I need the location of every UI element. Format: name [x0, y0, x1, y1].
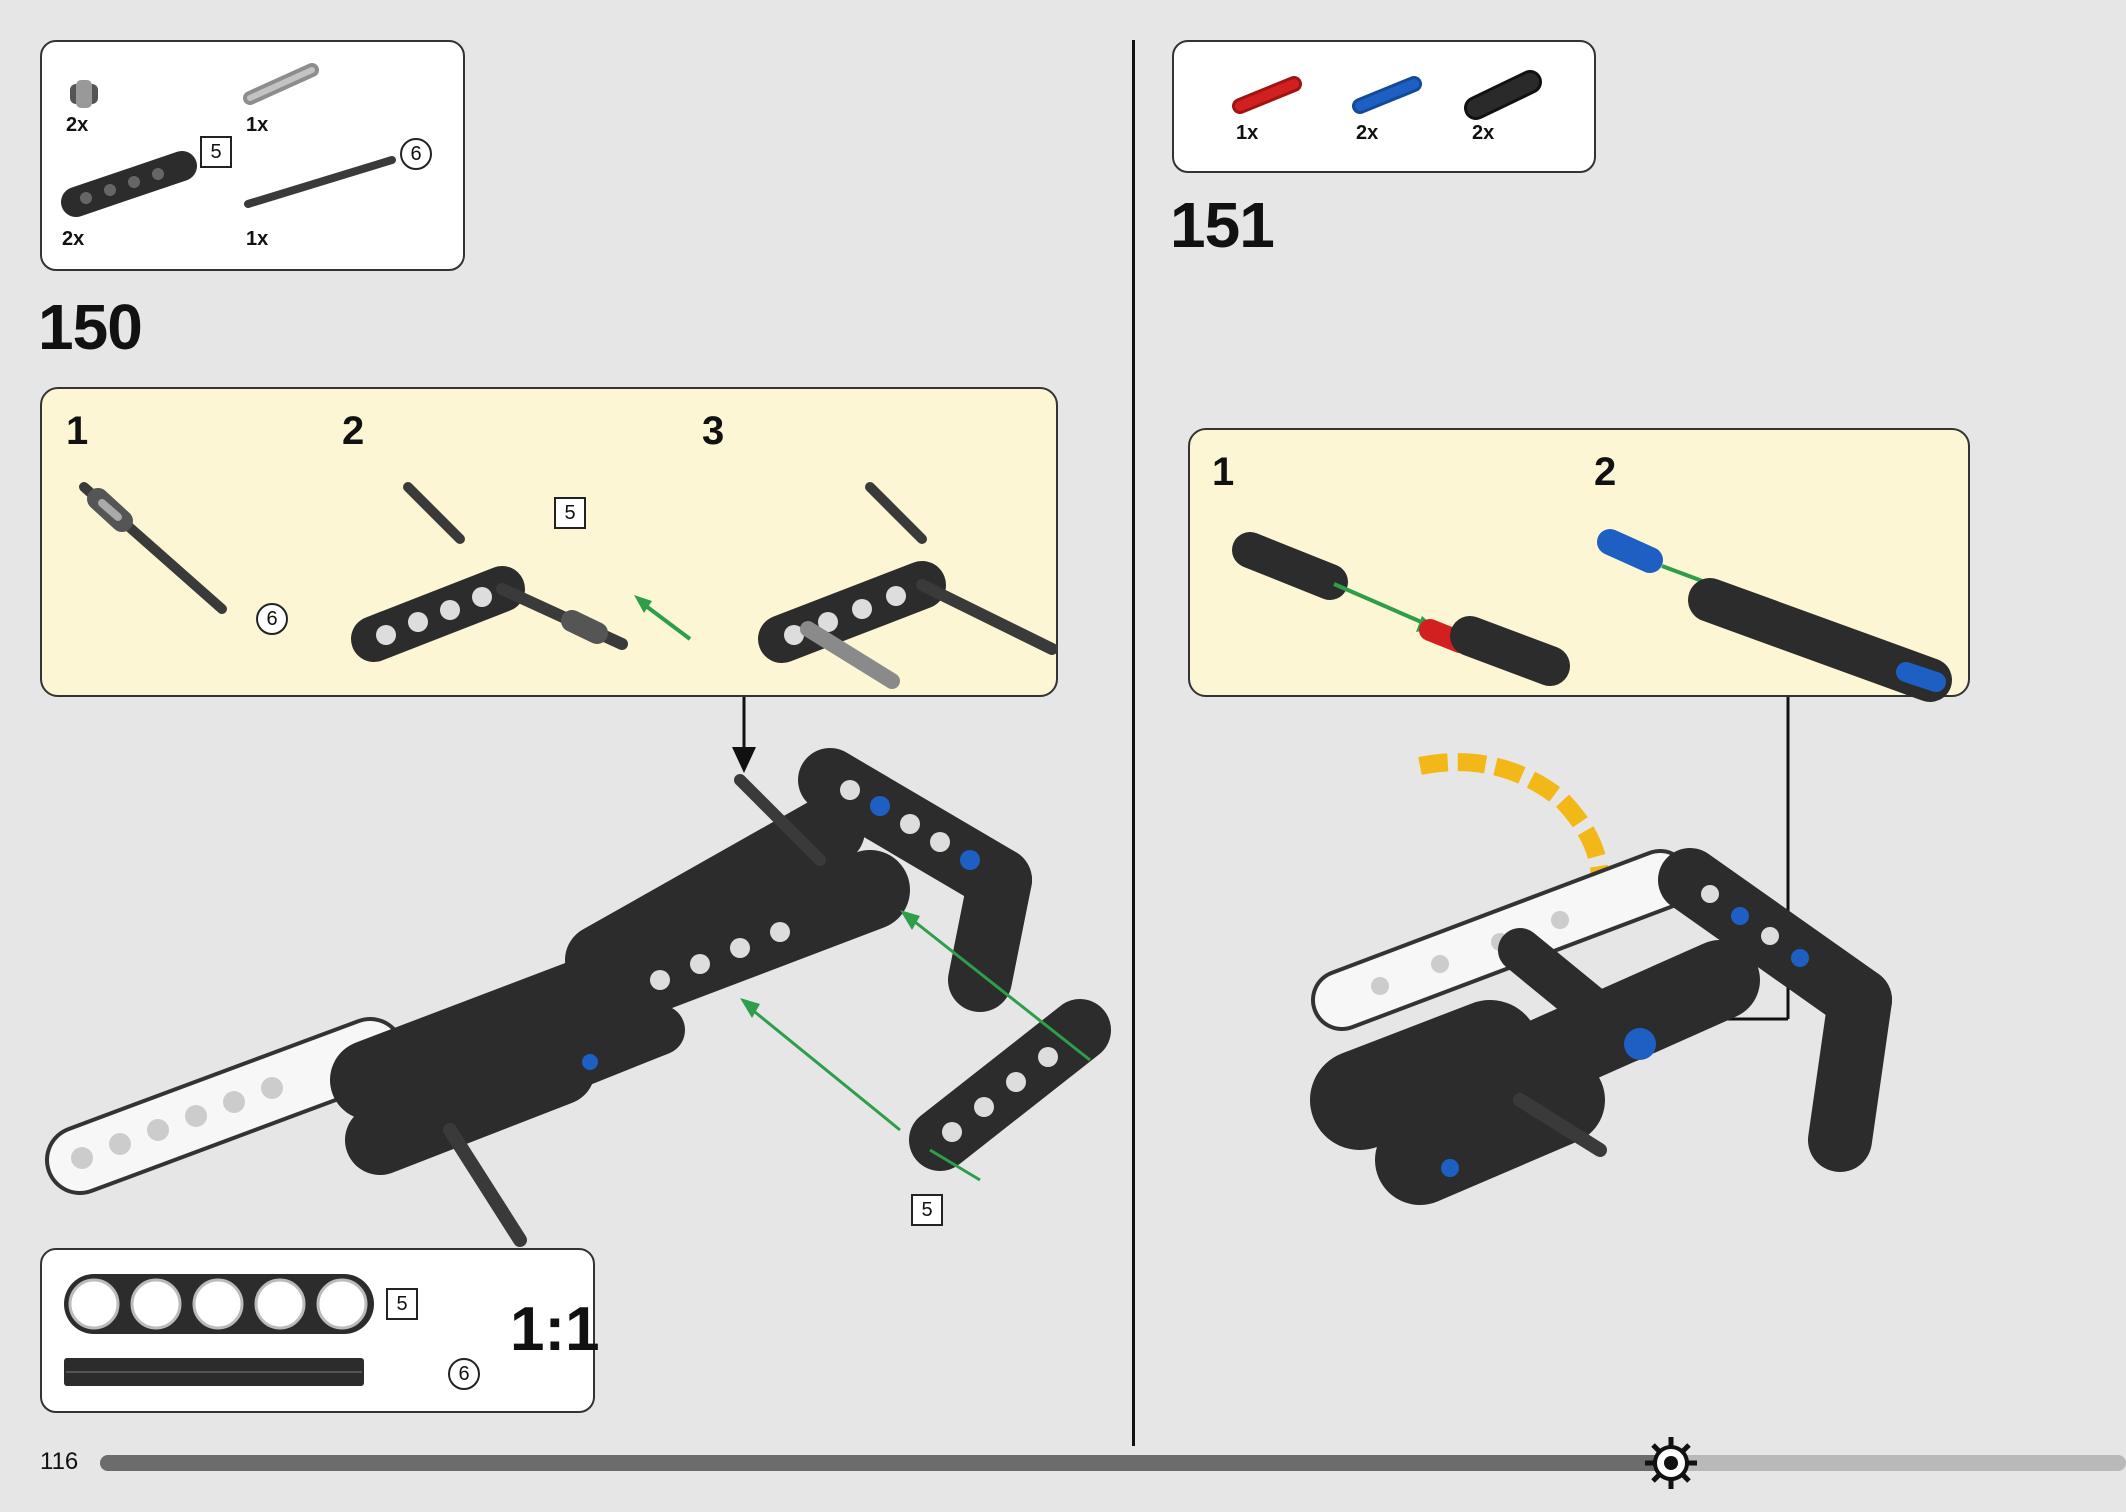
beam-axle-illustration	[351, 482, 692, 662]
length-label: 6	[448, 1358, 480, 1390]
main-assembly-150-illustration	[45, 748, 1111, 1247]
part-qty: 2x	[62, 228, 85, 250]
parts-list-150: 2x 1x 5 2x 6 1x	[40, 40, 465, 271]
red-pin-part-icon	[1232, 76, 1302, 114]
l-assembly-illustration	[758, 482, 1058, 689]
length-label: 5	[554, 497, 586, 529]
axle-assembly-illustration	[79, 482, 227, 614]
axle-6-part-icon	[244, 156, 396, 208]
bush-part-icon	[70, 80, 98, 108]
part-qty: 2x	[1472, 122, 1495, 144]
gear-progress-icon	[1645, 1437, 1697, 1489]
part-qty: 2x	[1356, 122, 1379, 144]
subassembly-callout-151: 1 2	[1188, 428, 1970, 702]
length-label: 5	[911, 1194, 943, 1226]
blue-pin-part-icon	[1352, 76, 1422, 114]
substep-number: 1	[66, 409, 89, 453]
part-qty: 1x	[246, 114, 269, 136]
main-assembly-151-illustration	[1310, 753, 1892, 1205]
scale-ratio: 1:1	[510, 1295, 600, 1364]
substep-number: 3	[702, 409, 725, 453]
page-divider	[1132, 40, 1135, 1446]
step-number: 151	[1170, 189, 1275, 261]
substep-number: 2	[1594, 450, 1617, 494]
length-label: 6	[400, 138, 432, 170]
progress-fill	[100, 1455, 1670, 1471]
part-qty: 2x	[66, 114, 89, 136]
page-number: 116	[40, 1448, 79, 1475]
part-qty: 1x	[1236, 122, 1259, 144]
pin-part-icon	[243, 63, 319, 105]
step-number: 150	[38, 291, 143, 363]
substep-number: 2	[342, 409, 365, 453]
double-connector-illustration	[1597, 529, 1952, 702]
length-label: 6	[256, 603, 288, 635]
part-qty: 1x	[246, 228, 269, 250]
callout-arrow	[732, 697, 756, 773]
beam-5-part-icon	[61, 151, 197, 217]
parts-list-151: 1x 2x 2x	[1172, 40, 1596, 173]
axle-scale-illustration	[64, 1358, 364, 1386]
connector-part-icon	[1464, 70, 1542, 120]
subassembly-callout-150: 1 2 3 6 5	[40, 387, 1058, 697]
length-label: 5	[200, 136, 232, 168]
length-label: 5	[386, 1288, 418, 1320]
connector-pin-illustration	[1232, 532, 1570, 686]
beam-scale-illustration	[64, 1274, 374, 1334]
scale-reference-box: 5 6 1:1	[40, 1248, 600, 1413]
substep-number: 1	[1212, 450, 1235, 494]
